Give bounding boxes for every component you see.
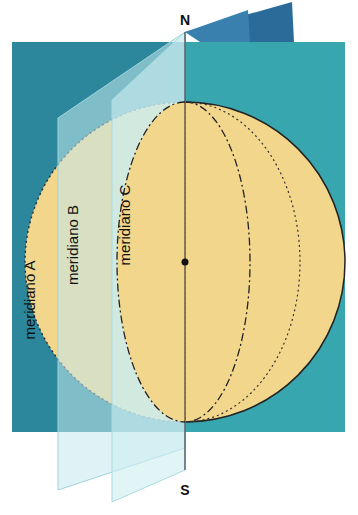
- meridian-plane-c: [112, 32, 185, 502]
- meridian-label: meridiano A: [22, 260, 37, 339]
- pole-label: N: [180, 13, 190, 27]
- meridian-line: [185, 102, 300, 422]
- globe-outline: [185, 102, 345, 422]
- meridian-label: meridiano B: [65, 205, 80, 285]
- meridian-line: [185, 102, 250, 422]
- plane-flap: [185, 2, 294, 42]
- meridian-section: [117, 102, 185, 422]
- pole-label: S: [180, 483, 189, 497]
- meridian-label: meridiano C: [117, 185, 132, 266]
- plane-flap: [185, 10, 250, 42]
- plane-edge: [185, 32, 186, 470]
- meridian-line: [117, 102, 185, 422]
- earth-center: [182, 259, 189, 266]
